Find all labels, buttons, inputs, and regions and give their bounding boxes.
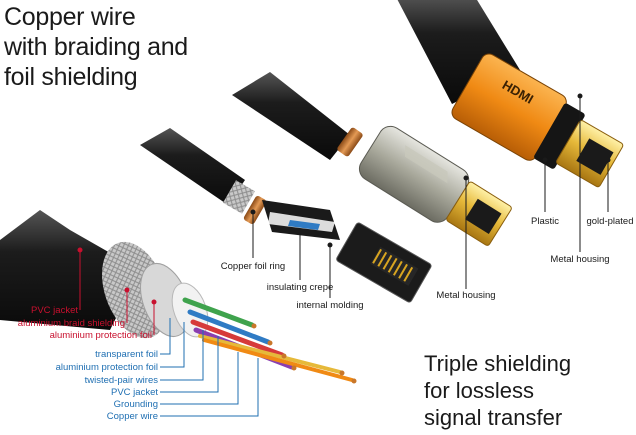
label-transparent-foil: transparent foil bbox=[95, 349, 158, 360]
cable-1-cross-section bbox=[0, 210, 357, 384]
blue-leader-lines bbox=[160, 318, 259, 417]
cable-2-molding bbox=[140, 128, 432, 303]
label-aluminium-foil: aluminium protection foil bbox=[50, 330, 152, 341]
headline-line-2: with braiding and bbox=[4, 33, 188, 61]
tagline: Triple shielding for lossless signal tra… bbox=[424, 350, 571, 431]
dark-leader-lines bbox=[250, 93, 611, 298]
label-twisted-pair: twisted-pair wires bbox=[85, 375, 159, 386]
headline-line-3: foil shielding bbox=[4, 63, 138, 91]
tagline-line-1: Triple shielding bbox=[424, 351, 572, 376]
label-pvc-jacket-outer: PVC jacket bbox=[31, 305, 78, 316]
cable-4-premium: HDMI bbox=[397, 0, 624, 188]
label-aluminium-protection-foil: aluminium protection foil bbox=[56, 362, 158, 373]
label-aluminium-braid: aluminium braid shielding bbox=[18, 318, 125, 329]
label-internal-molding: internal molding bbox=[296, 300, 363, 311]
label-pvc-jacket-inner: PVC jacket bbox=[111, 387, 158, 398]
red-leader-lines bbox=[77, 247, 157, 335]
label-gold-plated: gold-plated bbox=[586, 216, 633, 227]
tagline-line-2: for lossless bbox=[424, 378, 535, 403]
label-metal-housing-2: Metal housing bbox=[550, 254, 609, 265]
label-insulating-crepe: insulating crepe bbox=[267, 282, 334, 293]
cable-3-standard bbox=[232, 72, 512, 246]
label-grounding: Grounding bbox=[114, 399, 158, 410]
tagline-line-3: signal transfer bbox=[424, 405, 563, 430]
headline-line-1: Copper wire bbox=[4, 3, 136, 31]
label-copper-foil-ring: Copper foil ring bbox=[221, 261, 285, 272]
label-copper-wire: Copper wire bbox=[107, 411, 158, 422]
headline: Copper wire with braiding and foil shiel… bbox=[4, 2, 188, 92]
label-plastic: Plastic bbox=[531, 216, 559, 227]
label-metal-housing-1: Metal housing bbox=[436, 290, 495, 301]
